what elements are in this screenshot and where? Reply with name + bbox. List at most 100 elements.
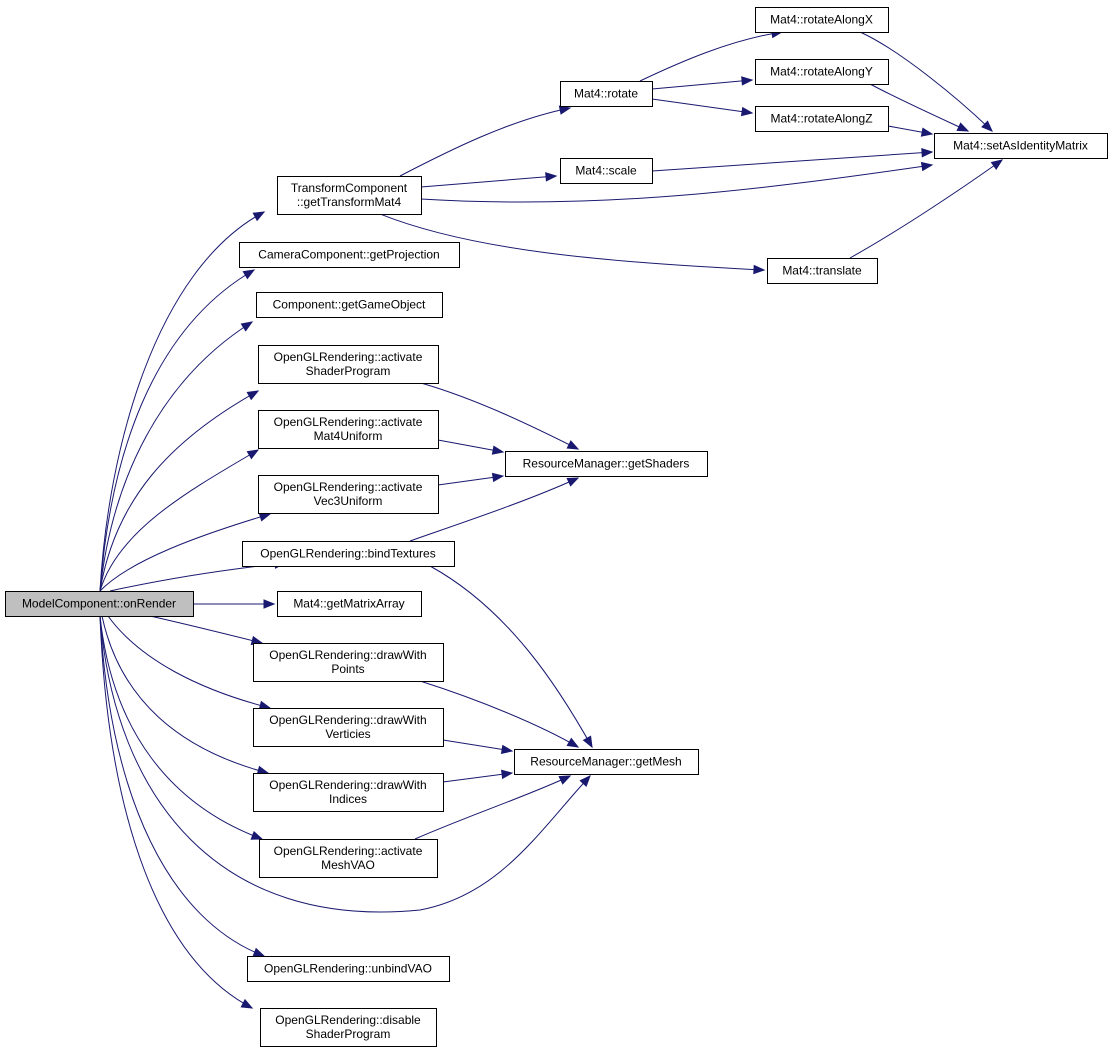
node-label: Mat4::rotateAlongX (770, 13, 873, 27)
node-label: OpenGLRendering::drawWith (269, 778, 426, 792)
edge-root-to-actVAO (99, 615, 264, 840)
edge-line (429, 565, 593, 748)
edge-line (399, 107, 571, 177)
edge-arrowhead (500, 744, 514, 755)
node-box (256, 292, 443, 318)
node-matArray[interactable]: Mat4::getMatrixArray (277, 591, 422, 617)
edge-rotate-to-rotY (651, 76, 754, 90)
edge-arrowhead (263, 599, 276, 609)
node-label: ResourceManager::getMesh (530, 755, 681, 769)
edge-arrowhead (250, 830, 264, 840)
edge-transform-to-scale (420, 172, 558, 188)
edge-arrowhead (558, 775, 572, 785)
node-rotate[interactable]: Mat4::rotate (560, 81, 653, 107)
node-label: OpenGLRendering::bindTextures (260, 547, 435, 561)
edge-line (420, 382, 579, 450)
edge-translate-to-identity (849, 159, 1004, 259)
edge-line (107, 615, 271, 709)
node-getShaders[interactable]: ResourceManager::getShaders (505, 451, 708, 477)
edge-root-to-drawPoints (149, 615, 264, 646)
node-label: Points (331, 662, 364, 676)
node-unbindVAO[interactable]: OpenGLRendering::unbindVAO (247, 956, 450, 982)
edge-line (859, 31, 993, 132)
edge-arrowhead (956, 122, 970, 132)
node-rotY[interactable]: Mat4::rotateAlongY (755, 59, 889, 85)
edge-arrowhead (741, 76, 754, 86)
edge-drawVert-to-getMesh (442, 739, 514, 755)
edge-root-to-drawVert (107, 615, 272, 710)
node-box (560, 81, 653, 107)
edge-arrowhead (566, 440, 580, 450)
node-label: OpenGLRendering::activate (274, 844, 423, 858)
node-label: Mat4::scale (575, 164, 637, 178)
node-bindTex[interactable]: OpenGLRendering::bindTextures (242, 541, 455, 567)
node-translate[interactable]: Mat4::translate (767, 258, 878, 284)
node-label: Mat4::rotate (574, 87, 638, 101)
edge-arrowhead (740, 106, 754, 117)
node-root[interactable]: ModelComponent::onRender (5, 591, 194, 617)
node-box (242, 541, 455, 567)
edge-line (639, 31, 783, 82)
node-identity[interactable]: Mat4::setAsIdentityMatrix (934, 133, 1108, 159)
edge-bindTex-to-getMesh (429, 565, 593, 749)
edge-actVAO-to-getMesh (414, 775, 572, 840)
edge-arrowhead (240, 321, 254, 332)
edge-root-to-disShader (99, 615, 254, 1009)
node-label: OpenGLRendering::drawWith (269, 713, 426, 727)
node-box (258, 475, 439, 514)
node-box (277, 176, 422, 215)
node-box (755, 7, 889, 33)
edge-root-to-camera (99, 269, 256, 592)
edge-transform-to-identity (420, 161, 934, 203)
edge-line (414, 775, 571, 840)
node-box (934, 133, 1108, 159)
edge-line (651, 98, 753, 114)
edge-arrowhead (252, 947, 266, 957)
node-label: Mat4::translate (782, 264, 862, 278)
edge-line (149, 615, 263, 644)
node-label: OpenGLRendering::activate (274, 350, 423, 364)
node-transform[interactable]: TransformComponent::getTransformMat4 (277, 176, 422, 215)
edge-line (101, 615, 269, 774)
node-component[interactable]: Component::getGameObject (256, 292, 443, 318)
edge-arrowhead (240, 998, 254, 1009)
node-label: CameraComponent::getProjection (258, 248, 439, 262)
node-box (505, 451, 708, 477)
edge-arrowhead (579, 775, 591, 787)
edge-line (651, 151, 933, 172)
node-box (5, 591, 194, 617)
node-label: ResourceManager::getShaders (523, 457, 690, 471)
edge-line (420, 164, 933, 203)
edge-rotate-to-rotZ (651, 98, 754, 117)
edge-arrowhead (242, 269, 256, 280)
node-camera[interactable]: CameraComponent::getProjection (239, 242, 460, 268)
node-getMesh[interactable]: ResourceManager::getMesh (514, 749, 699, 775)
edge-drawPoints-to-getMesh (419, 680, 580, 748)
edge-arrowhead (491, 472, 505, 483)
edge-arrowhead (921, 147, 934, 158)
node-label: Vec3Uniform (314, 494, 383, 508)
edge-line (99, 615, 263, 840)
node-box (755, 106, 889, 132)
node-label: Mat4::rotateAlongZ (770, 112, 872, 126)
edge-arrowhead (566, 737, 580, 748)
edge-line (442, 739, 513, 752)
node-box (253, 773, 444, 812)
edge-actShader-to-getShaders (420, 382, 580, 450)
node-label: OpenGLRendering::drawWith (269, 648, 426, 662)
node-label: Mat4::getMatrixArray (293, 597, 404, 611)
node-box (277, 591, 422, 617)
node-rotX[interactable]: Mat4::rotateAlongX (755, 7, 889, 33)
node-rotZ[interactable]: Mat4::rotateAlongZ (755, 106, 889, 132)
edge-arrowhead (753, 264, 766, 275)
node-scale[interactable]: Mat4::scale (560, 158, 653, 184)
node-box (560, 158, 653, 184)
